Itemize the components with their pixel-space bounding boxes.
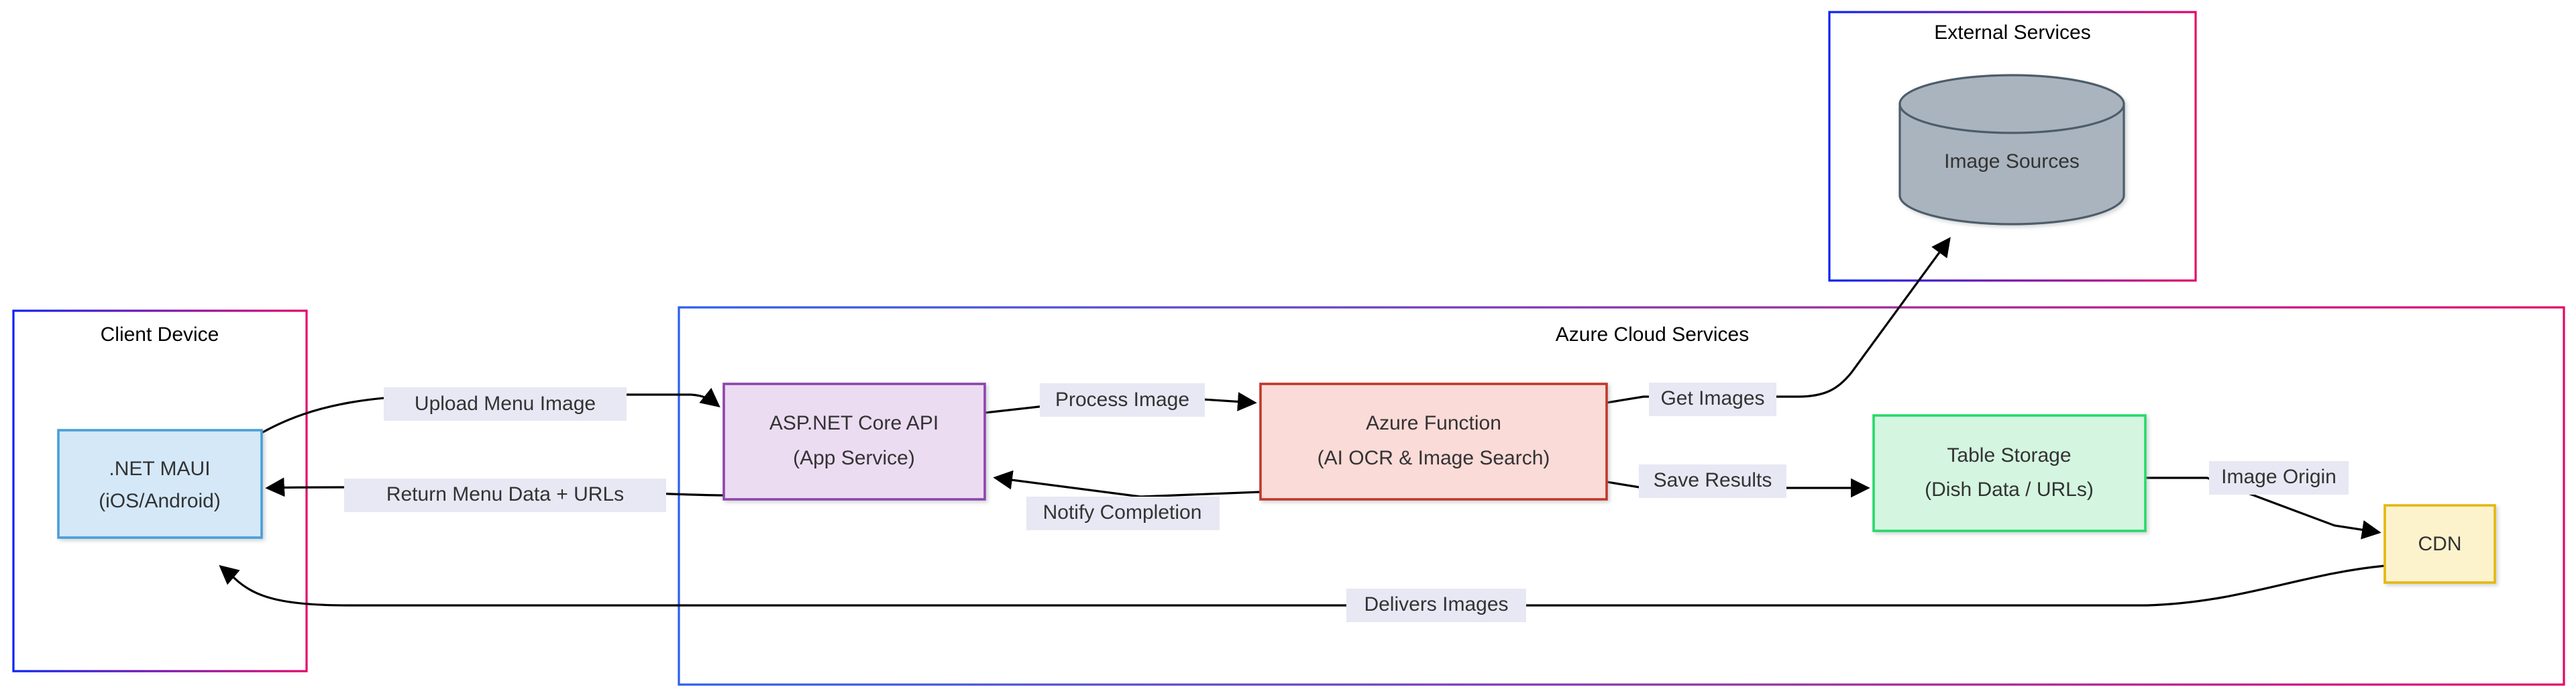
edge-label-image-origin-bg xyxy=(2209,461,2349,495)
edge-delivers-images xyxy=(219,564,2385,607)
node-image-sources[interactable]: Image Sources xyxy=(1898,74,2125,226)
edge-image-origin-path xyxy=(2145,477,2381,540)
cluster-azure-cloud-services: Azure Cloud Services xyxy=(678,306,2565,686)
node-cdn-label: CDN xyxy=(2418,533,2462,555)
edge-label-save-results-bg xyxy=(1639,464,1786,498)
node-azure-function-label-line2: (AI OCR & Image Search) xyxy=(1318,447,1550,469)
node-dotnet-maui-rect[interactable] xyxy=(57,429,263,539)
edge-label-notify-text: Notify Completion xyxy=(1043,501,1202,524)
edge-label-notify-bg xyxy=(1026,497,1220,530)
edge-get-images xyxy=(1606,237,1951,404)
edge-label-delivers-images: Delivers Images xyxy=(1346,589,1526,622)
edge-label-get-images-text: Get Images xyxy=(1660,387,1764,409)
node-cdn[interactable]: CDN xyxy=(2383,504,2496,584)
edge-notify-completion xyxy=(993,470,1261,498)
edge-label-upload-bg xyxy=(384,387,627,421)
node-azure-function-label-line1: Azure Function xyxy=(1366,412,1501,434)
node-aspnet-core-api-label-line2: (App Service) xyxy=(793,447,915,469)
edge-label-return-menu-data: Return Menu Data + URLs xyxy=(344,479,666,512)
node-table-storage-label-line2: (Dish Data / URLs) xyxy=(1925,479,2094,501)
node-table-storage-rect[interactable] xyxy=(1872,414,2147,532)
edge-label-image-origin: Image Origin xyxy=(2209,461,2349,495)
cluster-azure-title: Azure Cloud Services xyxy=(1556,323,1749,346)
database-icon-top[interactable] xyxy=(1898,74,2125,134)
edge-label-upload-text: Upload Menu Image xyxy=(415,393,596,415)
edge-label-process-bg xyxy=(1040,383,1205,417)
edge-label-upload-menu-image: Upload Menu Image xyxy=(384,387,627,421)
cluster-client-device-border xyxy=(12,309,308,672)
edge-get-images-path xyxy=(1606,237,1951,404)
node-aspnet-core-api-label-line1: ASP.NET Core API xyxy=(769,412,938,434)
node-dotnet-maui-label-line2: (iOS/Android) xyxy=(99,490,221,512)
node-aspnet-core-api-rect[interactable] xyxy=(722,383,986,501)
edge-label-return-text: Return Menu Data + URLs xyxy=(386,483,624,505)
edge-label-get-images: Get Images xyxy=(1649,383,1776,416)
edge-label-get-images-bg xyxy=(1649,383,1776,416)
cluster-external-title: External Services xyxy=(1934,21,2090,44)
node-azure-function-rect[interactable] xyxy=(1259,383,1608,501)
edge-label-save-results: Save Results xyxy=(1639,464,1786,498)
node-azure-function[interactable]: Azure Function (AI OCR & Image Search) xyxy=(1259,383,1608,501)
edge-label-save-results-text: Save Results xyxy=(1654,469,1772,491)
edge-label-delivers-text: Delivers Images xyxy=(1364,593,1508,615)
node-aspnet-core-api[interactable]: ASP.NET Core API (App Service) xyxy=(722,383,986,501)
cluster-client-device-title: Client Device xyxy=(101,323,219,346)
node-table-storage[interactable]: Table Storage (Dish Data / URLs) xyxy=(1872,414,2147,532)
edge-label-image-origin-text: Image Origin xyxy=(2221,466,2337,488)
node-dotnet-maui-label-line1: .NET MAUI xyxy=(109,458,210,480)
edge-delivers-images-path xyxy=(219,564,2385,607)
edge-image-origin xyxy=(2145,477,2381,540)
node-dotnet-maui[interactable]: .NET MAUI (iOS/Android) xyxy=(57,429,263,539)
node-table-storage-label-line1: Table Storage xyxy=(1947,444,2071,466)
edge-label-return-bg xyxy=(344,479,666,512)
edge-label-delivers-bg xyxy=(1346,589,1526,622)
edge-label-process-image: Process Image xyxy=(1040,383,1205,417)
edge-label-notify-completion: Notify Completion xyxy=(1026,497,1220,530)
edge-notify-path xyxy=(993,470,1261,498)
edge-label-process-text: Process Image xyxy=(1055,389,1189,411)
node-cdn-rect[interactable] xyxy=(2383,504,2496,584)
node-image-sources-label: Image Sources xyxy=(1944,150,2080,172)
cluster-external-services: External Services xyxy=(1828,11,2197,282)
cluster-client-device: Client Device xyxy=(12,309,308,672)
database-icon-body[interactable] xyxy=(1898,103,2125,226)
